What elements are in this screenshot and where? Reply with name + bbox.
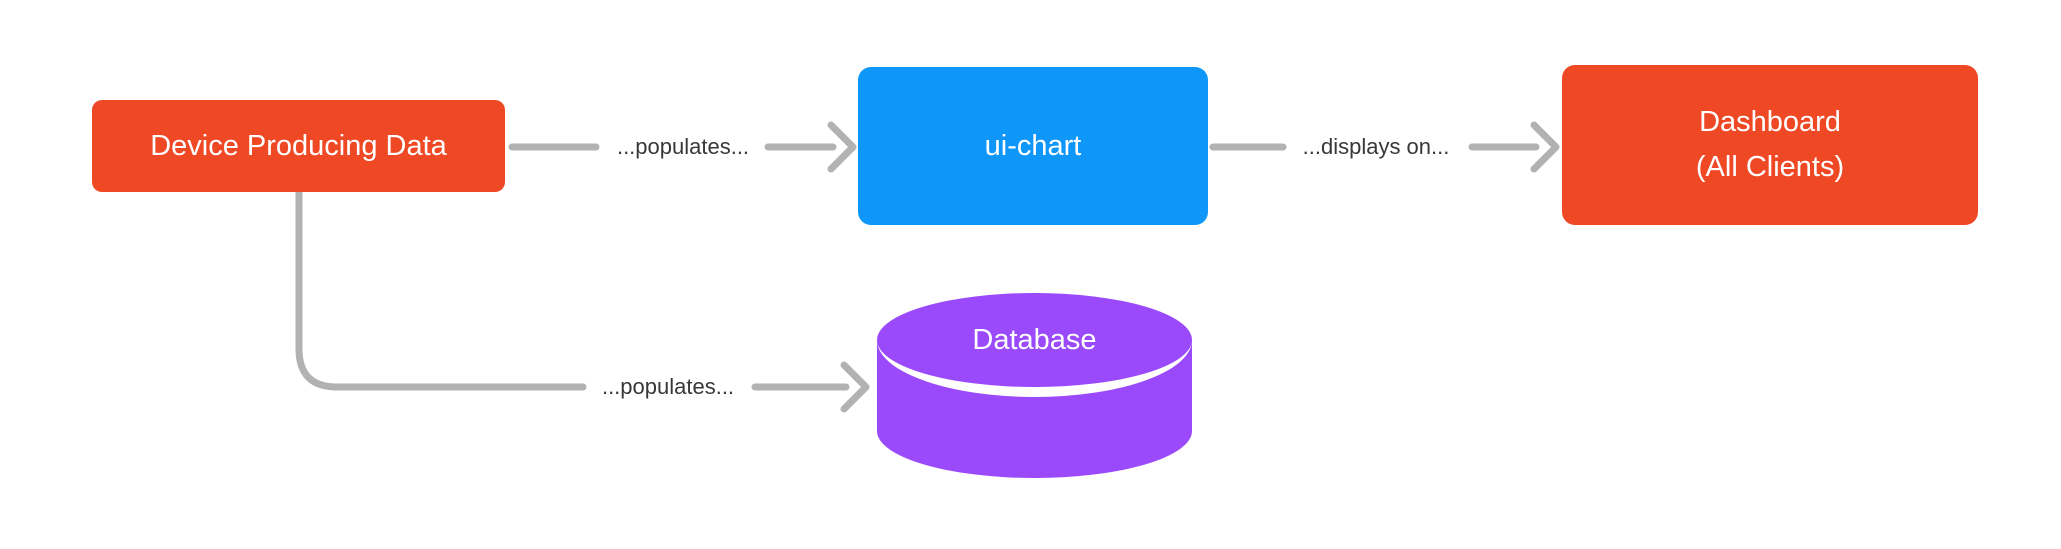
database-cylinder-body — [877, 340, 1192, 478]
edge-device-database-elbow — [295, 188, 587, 391]
arrowhead-chevron-icon — [1530, 121, 1560, 173]
dashboard-node-label-line1: Dashboard — [1699, 106, 1841, 138]
edge-label-populates-top: ...populates... — [616, 134, 750, 159]
arrowhead-chevron-icon — [840, 361, 870, 413]
dashboard-node-label-line2: (All Clients) — [1695, 151, 1845, 183]
edge-label-displays-on: ...displays on... — [1302, 134, 1450, 159]
ui-chart-node: ui-chart — [858, 67, 1208, 225]
database-cylinder-top — [877, 293, 1192, 387]
database-node: Database — [877, 293, 1192, 387]
database-node-label: Database — [972, 323, 1097, 356]
edge-label-populates-bottom: ...populates... — [601, 374, 735, 399]
device-node-label: Device Producing Data — [150, 129, 447, 162]
database-cylinder-shape — [877, 293, 1192, 478]
ui-chart-node-label: ui-chart — [984, 129, 1082, 162]
connector-group — [295, 121, 1560, 413]
dashboard-node: Dashboard (All Clients) — [1562, 65, 1978, 225]
device-node: Device Producing Data — [92, 100, 505, 192]
arrowhead-chevron-icon — [827, 121, 857, 173]
